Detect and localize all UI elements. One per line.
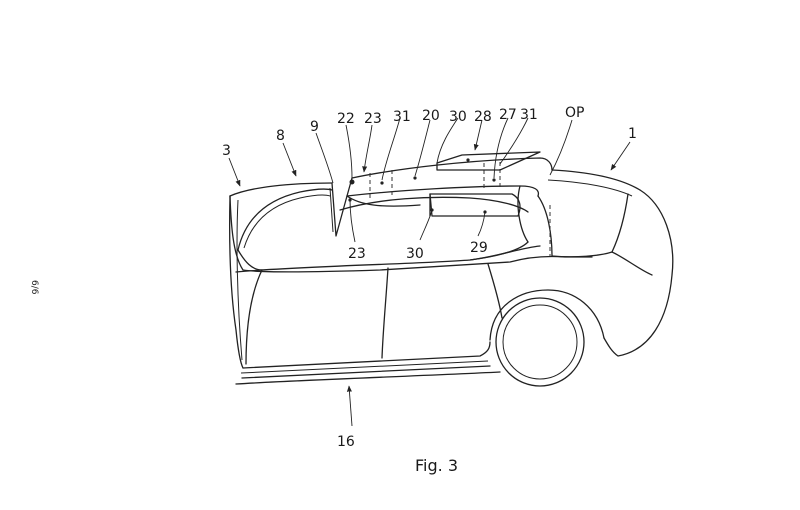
label-23-bottom: 23 xyxy=(348,246,366,262)
label-28: 28 xyxy=(474,109,492,125)
label-23-top: 23 xyxy=(364,111,382,127)
label-16: 16 xyxy=(337,434,355,450)
label-30-bottom: 30 xyxy=(406,246,424,262)
label-1: 1 xyxy=(628,126,637,142)
roof-structure xyxy=(229,151,553,271)
label-31-right: 31 xyxy=(520,107,538,123)
label-29: 29 xyxy=(470,240,488,256)
figure-caption: Fig. 3 xyxy=(415,456,458,475)
rear-wheel xyxy=(495,297,585,387)
label-27: 27 xyxy=(499,107,517,123)
label-20: 20 xyxy=(422,108,440,124)
reference-labels: 3 8 9 22 23 31 20 30 28 27 31 OP 1 23 30… xyxy=(222,105,637,450)
hatched-part-29 xyxy=(429,193,521,217)
label-31-left: 31 xyxy=(393,109,411,125)
label-8: 8 xyxy=(276,128,285,144)
label-OP: OP xyxy=(565,105,584,121)
label-3: 3 xyxy=(222,143,231,159)
hatched-part-28 xyxy=(436,151,541,171)
label-22: 22 xyxy=(337,111,355,127)
label-9: 9 xyxy=(310,119,319,135)
label-30-top: 30 xyxy=(449,109,467,125)
leader-lines xyxy=(228,117,631,427)
sheet-number: 6/6 xyxy=(29,280,39,295)
vehicle-body xyxy=(229,169,674,387)
